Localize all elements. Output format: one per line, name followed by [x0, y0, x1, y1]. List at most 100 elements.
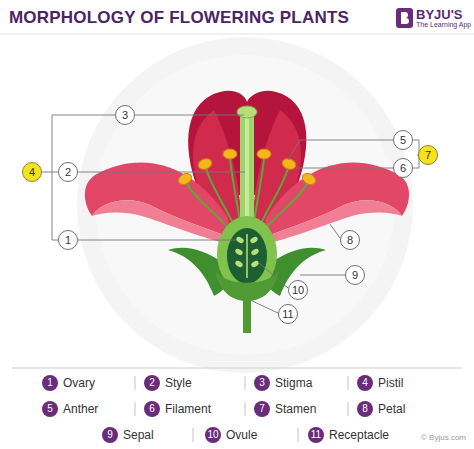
key-number: 6 — [144, 401, 160, 417]
ovule — [235, 236, 244, 244]
number-text: 3 — [259, 378, 265, 388]
separator — [245, 376, 246, 390]
leader-line — [330, 224, 340, 238]
number-text: 9 — [352, 270, 358, 281]
key-number: 2 — [144, 375, 160, 391]
watermark: © Byjus.com — [421, 433, 466, 442]
key-text: Petal — [378, 402, 405, 416]
number-text: 4 — [29, 167, 35, 178]
key-number: 7 — [254, 401, 270, 417]
ovule — [249, 236, 258, 244]
key-rule — [12, 368, 462, 369]
logo-badge — [396, 8, 413, 28]
placenta — [246, 234, 248, 278]
diagram-title: MORPHOLOGY OF FLOWERING PLANTS — [9, 8, 349, 28]
leader-lines — [42, 115, 419, 313]
key-number: 1 — [42, 375, 58, 391]
key-number: 10 — [205, 427, 221, 443]
style — [240, 112, 254, 224]
callout-number: 5 — [393, 130, 413, 150]
number-text: 8 — [362, 404, 368, 414]
number-text: 1 — [65, 235, 71, 246]
key-text: Ovary — [63, 376, 95, 390]
key-text: Sepal — [123, 428, 154, 442]
key-number: 4 — [357, 375, 373, 391]
number-text: 1 — [47, 378, 53, 388]
petal-curl — [262, 200, 402, 244]
brand-tagline: The Learning App — [416, 21, 471, 28]
petal — [85, 163, 232, 238]
callout-number: 11 — [278, 304, 298, 324]
separator — [348, 402, 349, 416]
separator — [135, 376, 136, 390]
backdrop-circle — [77, 37, 413, 373]
callout-number: 3 — [115, 105, 135, 125]
number-text: 8 — [347, 235, 353, 246]
separator — [193, 428, 194, 442]
ovule — [234, 260, 243, 268]
key-text: Anther — [63, 402, 98, 416]
key-number: 5 — [42, 401, 58, 417]
callout-number: 2 — [58, 162, 78, 182]
petal — [262, 163, 409, 238]
anther — [197, 157, 214, 171]
anther — [300, 171, 317, 187]
key-text: Filament — [165, 402, 211, 416]
number-text: 5 — [400, 135, 406, 146]
number-text: 10 — [207, 430, 218, 440]
number-text: 7 — [425, 150, 431, 161]
anther — [257, 149, 271, 159]
stigma — [237, 106, 257, 118]
key-number: 8 — [357, 401, 373, 417]
number-text: 3 — [122, 110, 128, 121]
receptacle — [215, 270, 279, 301]
logo-mark — [401, 12, 409, 24]
key-number: 9 — [102, 427, 118, 443]
leader-line — [300, 275, 345, 276]
key-text: Ovule — [226, 428, 257, 442]
anther — [223, 149, 237, 159]
key-number: 11 — [308, 427, 324, 443]
callout-number: 9 — [345, 265, 365, 285]
callout-number: 7 — [418, 145, 438, 165]
leader-line — [288, 140, 393, 160]
number-text: 4 — [362, 378, 368, 388]
ovary-cavity — [227, 228, 267, 284]
ovule — [250, 248, 259, 256]
number-text: 5 — [47, 404, 53, 414]
separator — [135, 402, 136, 416]
key-separators — [135, 376, 348, 442]
callout-number: 10 — [288, 280, 308, 300]
number-text: 10 — [292, 285, 304, 296]
key-text: Stigma — [275, 376, 312, 390]
leader-line — [258, 262, 288, 288]
key-text: Stamen — [275, 402, 316, 416]
bracket — [42, 115, 115, 240]
header-rule — [0, 34, 474, 35]
ovule — [250, 260, 259, 268]
leader-line — [78, 172, 245, 173]
key-text: Pistil — [378, 376, 403, 390]
callout-number: 1 — [58, 230, 78, 250]
petal-curl — [92, 200, 232, 244]
number-text: 11 — [311, 430, 321, 440]
number-text: 7 — [259, 404, 265, 414]
number-text: 2 — [149, 378, 155, 388]
callout-number: 8 — [340, 230, 360, 250]
leader-line — [78, 240, 236, 241]
number-text: 6 — [400, 163, 406, 174]
brand-name: BYJU'S — [416, 7, 462, 22]
stem — [243, 299, 251, 333]
key-number: 3 — [254, 375, 270, 391]
number-text: 2 — [65, 167, 71, 178]
ovule-group — [234, 236, 259, 268]
leader-line — [296, 168, 393, 169]
callout-number: 6 — [393, 158, 413, 178]
callout-number: 4 — [22, 162, 42, 182]
number-text: 9 — [107, 430, 113, 440]
separator — [348, 376, 349, 390]
leader-line — [250, 300, 278, 313]
key-text: Style — [165, 376, 192, 390]
leader-line — [135, 115, 244, 116]
